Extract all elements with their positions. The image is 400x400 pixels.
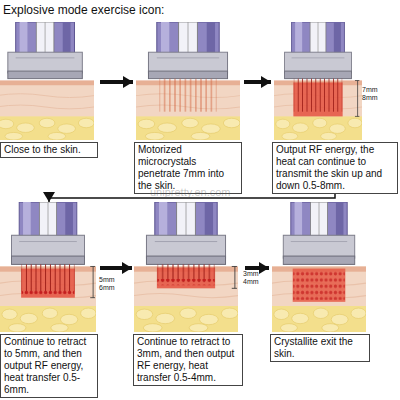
caption-box: Crystallite exit the skin. — [270, 334, 370, 362]
image-area — [272, 22, 398, 142]
step-panel: Output RF energy, the heat can continue … — [272, 22, 398, 194]
flow-arrow — [100, 80, 133, 84]
step-text: Output RF energy, the heat can continue … — [276, 144, 394, 192]
flow-arrow — [100, 266, 132, 270]
dimension-label: 7mm — [362, 86, 378, 93]
caption-box: Output RF energy, the heat can continue … — [272, 142, 398, 194]
handpiece-illustration — [136, 22, 240, 140]
step-panel: Crystallite exit the skin. — [270, 202, 370, 362]
caption-box: Continue to retract to 5mm, and then out… — [0, 334, 98, 398]
handpiece-illustration — [134, 202, 238, 332]
step-panel: Close to the skin. — [0, 22, 98, 158]
dimension-bracket — [355, 81, 359, 117]
diagram-title: Explosive mode exercise icon: — [3, 3, 164, 17]
heat-zone — [293, 269, 346, 302]
microneedles — [159, 79, 216, 112]
dimension-label: 3mm — [243, 270, 259, 277]
handpiece-image — [0, 202, 96, 332]
image-area — [0, 202, 98, 334]
handpiece-image — [0, 22, 94, 140]
handpiece-image — [272, 202, 366, 332]
handpiece-illustration — [272, 202, 366, 332]
step-text: Crystallite exit the skin. — [274, 336, 366, 360]
step-panel: Continue to retract to 5mm, and then out… — [0, 202, 98, 398]
step-text: Continue to retract to 5mm, and then out… — [4, 336, 94, 396]
handpiece-illustration — [274, 22, 362, 140]
dimension-label: 8mm — [362, 94, 378, 101]
needle-tips — [157, 279, 214, 285]
flow-arrow — [245, 266, 269, 270]
handpiece-illustration — [0, 202, 96, 332]
step-text: Close to the skin. — [4, 144, 94, 156]
dimension-label: 5mm — [99, 276, 115, 283]
caption-box: Continue to retract to 3mm, and then out… — [133, 334, 243, 386]
watermark: unipretty.en.com — [150, 186, 231, 198]
heat-dots — [293, 271, 345, 300]
step-text: Motorized microcrystals penetrate 7mm in… — [138, 144, 238, 192]
needle-tips — [22, 288, 75, 294]
image-area — [133, 202, 243, 334]
step-panel: Motorized microcrystals penetrate 7mm in… — [134, 22, 242, 194]
dimension-label: 4mm — [243, 278, 259, 285]
microneedles — [22, 264, 75, 291]
handpiece-image — [274, 22, 362, 140]
microneedles — [294, 79, 342, 112]
step-text: Continue to retract to 3mm, and then out… — [137, 336, 239, 384]
handpiece-image — [134, 202, 238, 332]
dimension-bracket — [232, 266, 237, 288]
caption-box: Close to the skin. — [0, 142, 98, 158]
image-area — [0, 22, 98, 142]
image-area — [134, 22, 242, 142]
flow-arrow — [244, 80, 271, 84]
image-area — [270, 202, 370, 334]
dimension-bracket — [90, 266, 95, 297]
handpiece-illustration — [0, 22, 94, 140]
handpiece-image — [136, 22, 240, 140]
step-panel: Continue to retract to 3mm, and then out… — [133, 202, 243, 386]
dimension-label: 6mm — [99, 284, 115, 291]
